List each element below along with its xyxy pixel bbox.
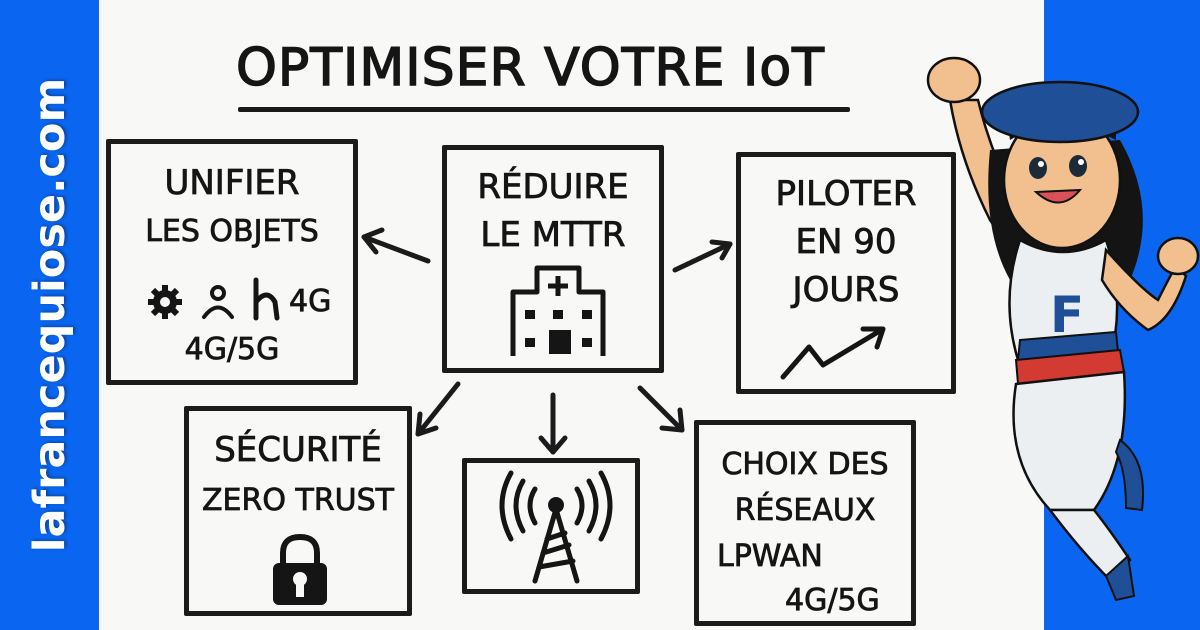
diagram-title: OPTIMISER VOTRE IoT bbox=[235, 37, 825, 99]
node-securite: SÉCURITÉ ZERO TRUST bbox=[184, 406, 412, 616]
padlock-icon bbox=[273, 533, 327, 605]
node-unifier: UNIFIER LES OBJETS 4G 4G/5G bbox=[106, 139, 358, 385]
fist-icon bbox=[926, 56, 982, 104]
node-label: 4G/5G bbox=[785, 583, 881, 618]
node-piloter: PILOTER EN 90 JOURS bbox=[736, 152, 956, 394]
mascot-illustration: F bbox=[926, 56, 1200, 602]
node-center-mttr: RÉDUIRE LE MTTR bbox=[442, 145, 664, 373]
node-label: LPWAN bbox=[717, 539, 824, 574]
trend-up-arrow-icon bbox=[780, 326, 886, 380]
person-icon bbox=[202, 285, 234, 319]
node-antenne bbox=[462, 458, 640, 594]
node-label: RÉDUIRE bbox=[477, 167, 629, 207]
node-label: CHOIX DES bbox=[721, 447, 889, 482]
node-label: SÉCURITÉ bbox=[214, 430, 382, 470]
signal-h-icon bbox=[253, 277, 280, 321]
hospital-icon bbox=[510, 265, 606, 356]
radio-tower-icon bbox=[499, 470, 613, 584]
node-label: 4G bbox=[289, 284, 332, 319]
gear-icon bbox=[148, 285, 182, 319]
node-label: ZERO TRUST bbox=[202, 483, 395, 518]
node-label: LE MTTR bbox=[480, 215, 626, 255]
beret bbox=[980, 80, 1140, 144]
title-underline bbox=[238, 107, 850, 112]
site-name: lafrancequiose.com bbox=[24, 77, 75, 553]
node-label: JOURS bbox=[792, 270, 900, 310]
node-label: 4G/5G bbox=[184, 332, 280, 367]
node-label: LES OBJETS bbox=[145, 214, 319, 249]
node-label: UNIFIER bbox=[164, 163, 300, 203]
node-label: EN 90 bbox=[795, 222, 897, 262]
brand-sidebar: lafrancequiose.com bbox=[0, 0, 99, 630]
node-label: PILOTER bbox=[775, 174, 917, 214]
node-reseaux: CHOIX DES RÉSEAUX LPWAN 4G/5G bbox=[694, 420, 916, 626]
node-label: RÉSEAUX bbox=[734, 493, 876, 528]
